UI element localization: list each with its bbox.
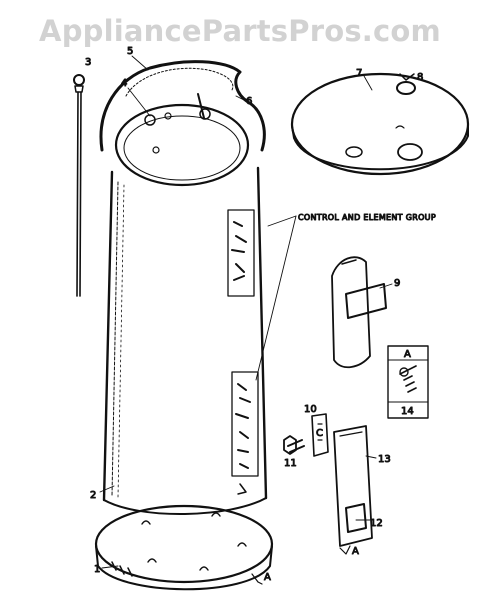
screw-box-letter: A xyxy=(404,349,411,360)
base-mark-a xyxy=(237,483,247,495)
tank-body xyxy=(99,60,268,515)
top-fitting-left xyxy=(144,114,156,126)
leader-13 xyxy=(365,455,377,459)
plug-arrow xyxy=(399,73,415,81)
top-fitting-small xyxy=(164,112,172,120)
leader-9 xyxy=(379,283,393,289)
lower-access-panel xyxy=(231,371,259,477)
lower-cover-plate xyxy=(333,425,373,547)
tank-seam-1 xyxy=(111,181,119,497)
upper-cover-plate xyxy=(331,256,371,369)
callout-1: 1 xyxy=(94,564,100,575)
base-pan-top xyxy=(94,504,274,584)
cover-ref-arrow xyxy=(339,545,351,555)
leader-group-lower xyxy=(255,215,297,381)
callout-5: 5 xyxy=(127,46,133,57)
top-cover-side xyxy=(291,123,469,171)
callout-12: 12 xyxy=(370,518,383,529)
upper-access-cover xyxy=(331,256,387,369)
tank-bottom-edge xyxy=(103,497,267,515)
anode-rod xyxy=(73,74,85,297)
top-cover-hole-left xyxy=(345,146,363,158)
insulation-cap xyxy=(125,67,234,97)
lower-cover-insulation xyxy=(345,503,367,533)
top-cover-mark xyxy=(395,125,405,129)
tank-right-side xyxy=(256,166,268,500)
top-cover-plug xyxy=(396,81,416,95)
callout-7: 7 xyxy=(356,68,362,79)
leader-6 xyxy=(235,95,245,101)
callout-3: 3 xyxy=(85,57,91,68)
top-fitting-center xyxy=(152,146,160,154)
lower-access-cover xyxy=(333,425,373,547)
callout-6: 6 xyxy=(246,96,252,107)
top-cover xyxy=(290,72,470,176)
base-pan-side xyxy=(95,545,273,591)
anode-rod-head xyxy=(73,74,85,86)
callout-9: 9 xyxy=(394,278,400,289)
top-element-pin xyxy=(197,93,205,119)
top-fitting-right xyxy=(199,108,211,120)
bracket-plate xyxy=(311,413,329,457)
leader-4 xyxy=(127,87,151,117)
leader-group-upper xyxy=(267,215,297,227)
leader-1 xyxy=(101,565,119,569)
callout-4: 4 xyxy=(121,78,127,89)
base-ref-arrow xyxy=(251,573,263,585)
terminal-screw xyxy=(283,435,305,455)
tank-top-opening xyxy=(114,103,250,187)
callout-8: 8 xyxy=(417,72,423,83)
upper-access-panel xyxy=(227,209,255,297)
thermostat-bracket xyxy=(311,413,329,457)
upper-cover-insulation xyxy=(345,283,387,319)
bracket-letter: C xyxy=(316,428,323,439)
callout-13: 13 xyxy=(378,454,391,465)
tank-top-inner xyxy=(123,115,241,181)
leader-5 xyxy=(131,55,149,71)
lower-control-parts xyxy=(235,383,251,469)
base-pan-holes xyxy=(141,512,247,571)
watermark: AppliancePartsPros.com xyxy=(39,14,441,48)
upper-control-parts xyxy=(231,221,247,281)
screw-box-frame xyxy=(387,345,429,419)
callout-2: 2 xyxy=(90,490,96,501)
tank-top-jacket xyxy=(99,60,266,152)
callout-11: 11 xyxy=(284,458,297,469)
tank-seam-2 xyxy=(117,184,125,498)
base-pan xyxy=(94,504,274,591)
anode-rod-shaft xyxy=(76,91,82,297)
top-cover-hole-right xyxy=(397,143,423,161)
base-ref-letter: A xyxy=(264,572,271,583)
control-element-group-label: CONTROL AND ELEMENT GROUP xyxy=(298,213,436,222)
leader-7 xyxy=(363,75,373,91)
callout-10: 10 xyxy=(304,404,317,415)
screw-box xyxy=(387,345,429,419)
base-pan-hatch xyxy=(111,561,133,577)
callout-14: 14 xyxy=(401,406,414,417)
leader-lines xyxy=(99,55,393,569)
tank-left-side xyxy=(102,170,114,502)
cover-ref-letter: A xyxy=(352,546,359,557)
leader-2 xyxy=(99,485,115,493)
